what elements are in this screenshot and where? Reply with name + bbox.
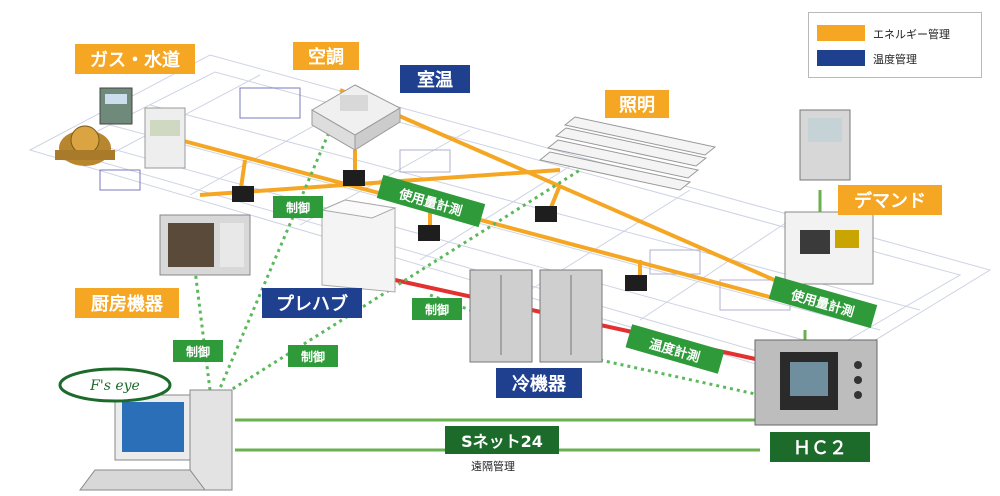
label-kitchen: 厨房機器 [75,288,179,318]
freezer-icon [469,269,603,363]
network-sub-label: 遠隔管理 [471,460,515,473]
label-lighting: 照明 [605,90,669,118]
water-meter-icon [55,125,115,166]
label-room-temp: 室温 [400,65,470,93]
badge-control-2: 制御 [173,340,223,362]
legend-label-temp: 温度管理 [873,53,917,66]
control-box-icon [784,211,874,285]
oven-icon [159,214,251,276]
sensor-icon [232,170,647,291]
legend: エネルギー管理 温度管理 [808,12,982,78]
computer-icon [79,389,233,491]
electric-meter-icon [99,87,133,125]
hc2-panel-icon [754,339,878,426]
aircon-icon [311,84,402,151]
label-gas-water: ガス・水道 [75,44,195,74]
legend-swatch-energy [817,25,865,41]
lighting-icon [538,116,717,191]
fs-eye-logo: F's eye [58,367,172,403]
demand-meter-icon [799,109,851,181]
label-hc2: ＨＣ２ [770,432,870,462]
gas-meter-icon [144,107,186,169]
badge-control-3: 制御 [288,345,338,367]
legend-swatch-temp [817,50,865,66]
svg-text:F's eye: F's eye [89,378,140,394]
label-aircon: 空調 [293,42,359,70]
badge-control-4: 制御 [412,298,462,320]
label-demand: デマンド [838,185,942,215]
legend-label-energy: エネルギー管理 [873,28,950,41]
label-freezer: 冷機器 [496,368,582,398]
network-label: Sネット24 [445,426,559,454]
label-prefab: プレハブ [262,288,362,318]
prefab-room-icon [320,199,397,293]
badge-control-1: 制御 [273,196,323,218]
